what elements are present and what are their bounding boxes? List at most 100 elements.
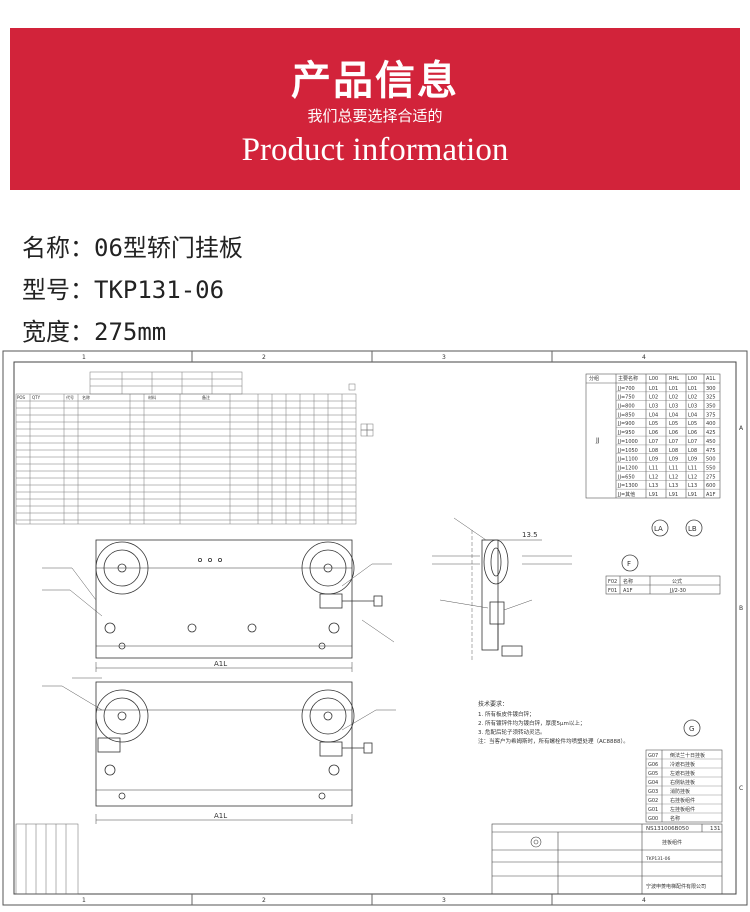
size-table-cell: 400 [706,421,716,427]
parts-list-header: 备注 [202,394,210,400]
size-table-cell: L13 [649,483,658,489]
size-table-cell: L08 [649,448,658,454]
spec-label: 名称： [22,234,94,262]
dimension-label: A1L [214,660,227,668]
label-circle-la [651,519,669,537]
g-table-code: G07 [648,753,658,759]
size-table-cell: L06 [649,430,658,436]
size-table-header: L00 [688,376,697,382]
f-table-cell: 名称 [623,578,633,585]
title-block [491,823,723,895]
size-table-cell: 375 [706,412,716,418]
g-table-name: 倒法兰十日挂板 [670,752,705,759]
g-table-name: 消防挂板 [670,788,690,795]
size-table-cell: L01 [649,386,658,392]
size-table-cell: L12 [688,474,697,480]
drawing-inner-frame [13,361,737,895]
hanger-plate-bottom-view [95,681,373,807]
banner-title: 产品信息 [291,58,459,104]
size-table-cell: JJ=1100 [617,457,638,463]
g-table-code: G00 [648,816,658,822]
frame-number: 1 [82,897,86,904]
size-table-cell: 350 [706,404,716,410]
size-table-header: L00 [649,376,658,382]
frame-number: 2 [262,354,266,361]
size-table-cell: L11 [688,465,697,471]
spec-model-row: 型号：TKP131-06 [22,270,224,305]
size-table-header: A1L [706,376,716,382]
parts-list-header: 名称 [82,394,90,400]
size-table-header: RHL [669,376,679,382]
frame-letter: A [739,425,744,432]
spec-label: 型号： [22,276,94,304]
size-table-cell: JJ=其他 [617,491,635,498]
size-table-cell: L11 [669,465,678,471]
side-leader-lines [432,517,572,611]
dimension-a1l-bottom [95,814,353,824]
label-lb: LB [688,525,697,533]
size-table-cell: JJ=1200 [617,465,638,471]
size-table-cell: 600 [706,483,716,489]
dimension-label: A1L [214,812,227,820]
label-g: G [689,725,694,733]
size-table-cell: L91 [669,492,678,498]
size-table-cell: 475 [706,448,716,454]
parts-list-header: 材料 [148,394,156,400]
dimension-a1l-top [95,662,353,672]
frame-number: 1 [82,354,86,361]
size-table-cell: L13 [669,483,678,489]
size-table-cell: L13 [688,483,697,489]
spec-value: TKP131-06 [94,276,225,304]
f-table-cell: F01 [608,588,617,594]
size-table-cell: L12 [649,474,658,480]
frame-number: 3 [442,897,446,904]
frame-number: 4 [642,897,646,904]
parts-list-header: 代号 [66,394,74,400]
size-table-cell: 425 [706,430,716,436]
size-table-cell: L07 [669,439,678,445]
label-circle-f [621,554,639,572]
f-table-cell: A1F [623,588,633,594]
label-la: LA [654,525,663,533]
title-block-name: 挂板组件 [662,839,682,846]
g-table-name: 冷遮石挂板 [670,761,695,768]
size-table-cell: JJ=650 [617,474,635,480]
drawing-outer-frame [2,350,748,906]
size-table-cell: L02 [669,395,678,401]
spec-value: 06型轿门挂板 [94,234,243,262]
size-table-cell: L09 [688,457,697,463]
size-table-cell: 550 [706,465,716,471]
size-table-cell: JJ=1000 [617,439,638,445]
size-table-header: 分组 [589,375,599,382]
frame-number: 2 [262,897,266,904]
size-table-cell: L05 [669,421,678,427]
g-table-name: 左挂板组件 [670,806,695,813]
size-table-cell: JJ=800 [617,404,635,410]
hanger-plate-top-view [95,539,383,659]
technical-drawing: 1 2 3 4 1 2 3 4 A B C POS QTY 代号 名称 [2,350,748,906]
title-block-model: TKP131-06 [645,856,670,862]
size-table-cell: L06 [669,430,678,436]
size-table-cell: L05 [649,421,658,427]
size-table-cell: 450 [706,439,716,445]
title-block-drawing-no: NS131006B050 [646,826,689,832]
size-table-cell: JJ=850 [617,412,635,418]
f-table-cell: F02 [608,579,617,585]
g-table-name: 名称 [670,815,680,822]
title-block-company: 宁波申菱电梯配件有限公司 [646,883,706,890]
label-f: F [627,560,631,568]
size-table-cell: JJ=1300 [617,483,638,489]
frame-letter: C [739,785,743,792]
size-table-cell: L05 [688,421,697,427]
technical-notes: 技术要求： 1. 所有板皮件镀白锌； 2. 所有镀锌件均为镀白锌，厚度5μm以上… [478,700,629,745]
size-table-cell: L03 [669,404,678,410]
size-table-cell: 275 [706,474,716,480]
g-table-code: G01 [648,807,658,813]
size-table-cell: L01 [688,386,697,392]
spec-value: 275mm [94,318,167,346]
size-table-cell: JJ=950 [617,430,635,436]
size-table-cell: L08 [688,448,697,454]
size-table-cell: JJ=700 [617,386,635,392]
size-table-cell: L02 [649,395,658,401]
